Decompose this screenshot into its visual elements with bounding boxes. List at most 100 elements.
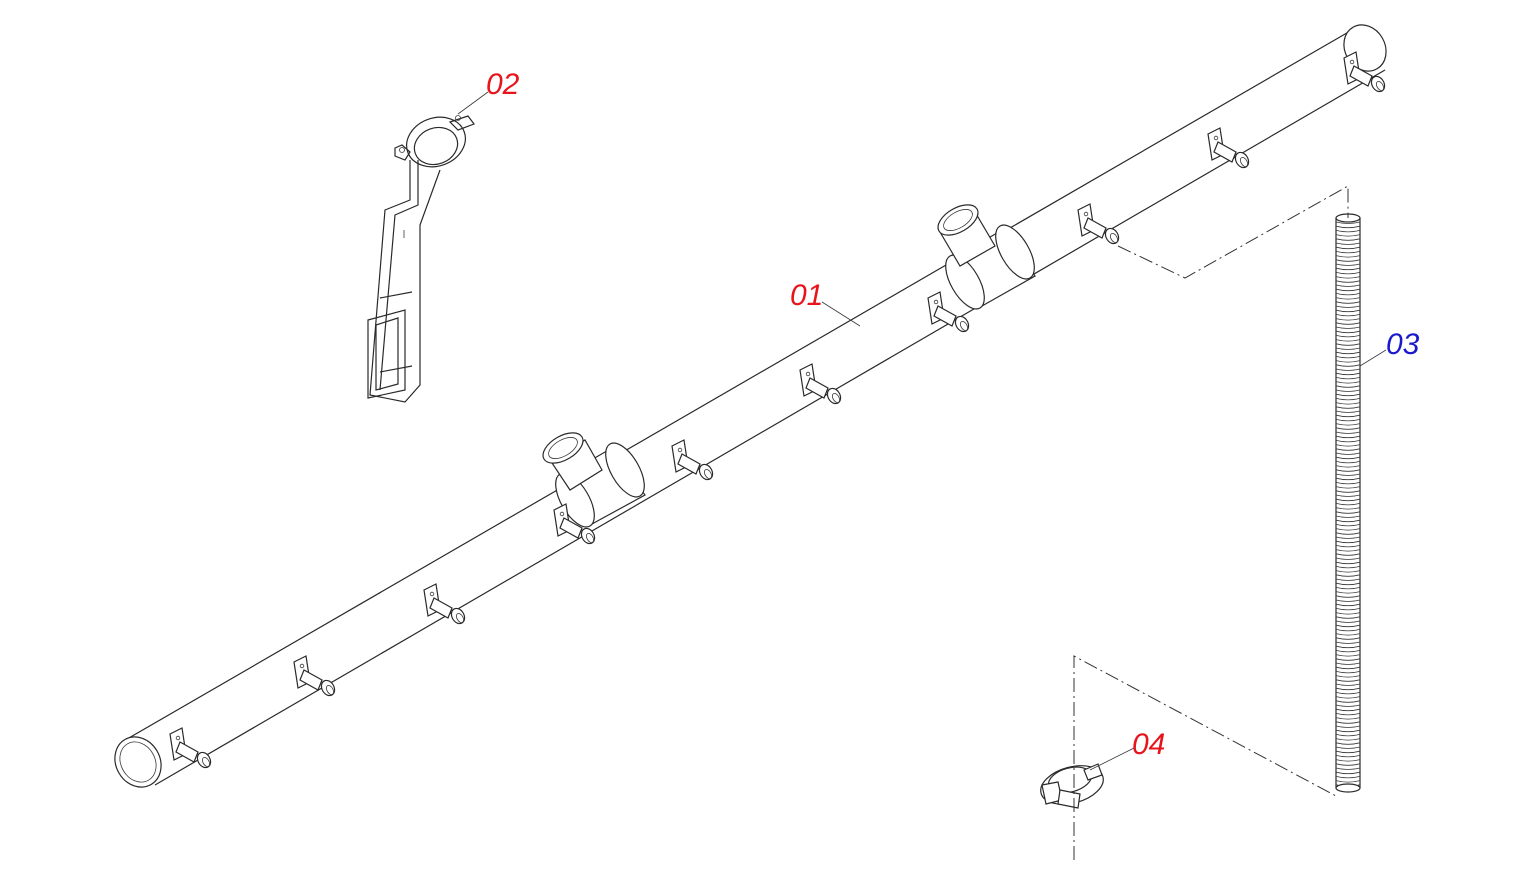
hose-rib (1335, 671, 1361, 674)
nozzle-outlet (169, 727, 212, 769)
hose-rib (1335, 666, 1361, 670)
hose-rib (1335, 490, 1361, 493)
hose-rib (1335, 662, 1361, 665)
hose-rib (1335, 465, 1361, 468)
hose-rib (1335, 494, 1361, 497)
hose-rib (1335, 431, 1361, 434)
hose-rib (1335, 633, 1361, 636)
hose-rib (1335, 498, 1361, 502)
hose-rib (1335, 742, 1361, 745)
hose-rib (1335, 473, 1361, 476)
hose-rib (1335, 587, 1361, 590)
hose-rib (1335, 582, 1361, 586)
hose-rib (1335, 440, 1361, 443)
hose-rib (1335, 780, 1361, 783)
hose-rib (1335, 746, 1361, 749)
hose-rib (1335, 356, 1361, 359)
hose-rib (1335, 255, 1361, 258)
hose-rib (1335, 759, 1361, 762)
hose-rib (1335, 351, 1361, 355)
callout-03: 03 (1386, 328, 1420, 361)
hose-rib (1335, 482, 1361, 485)
hose-rib (1335, 591, 1361, 594)
hose-rib (1335, 511, 1361, 514)
hose-rib (1335, 767, 1361, 770)
hose-rib (1335, 755, 1361, 758)
hose-clamp (1040, 763, 1104, 809)
hose-rib (1335, 700, 1361, 703)
hose-rib (1335, 251, 1361, 254)
hose-rib (1335, 566, 1361, 569)
hose-rib (1335, 448, 1361, 451)
hose-rib (1335, 620, 1361, 623)
hose-rib (1335, 238, 1361, 241)
hose-rib (1335, 423, 1361, 426)
nozzle-outlet (799, 363, 842, 405)
hose-rib (1335, 444, 1361, 447)
hose-rib (1335, 377, 1361, 380)
hose-rib (1335, 419, 1361, 422)
hose-rib (1335, 477, 1361, 481)
hose-rib (1335, 381, 1361, 384)
hose-rib (1335, 570, 1361, 573)
hose-rib (1335, 578, 1361, 581)
hose-rib (1335, 692, 1361, 695)
hose-rib (1335, 293, 1361, 296)
hose-rib (1335, 263, 1361, 266)
hose-rib (1335, 553, 1361, 556)
hose-rib (1335, 393, 1361, 397)
hose-rib (1335, 645, 1361, 649)
hose-rib (1335, 360, 1361, 363)
hose-rib (1335, 624, 1361, 628)
nozzle-outlets (169, 51, 1386, 769)
hose-rib (1335, 461, 1361, 464)
hose-rib (1335, 385, 1361, 388)
hose-rib (1335, 427, 1361, 430)
nozzle-outlet (423, 583, 466, 625)
hose-corrugations (1335, 221, 1361, 787)
hose-rib (1335, 288, 1361, 292)
hose-rib (1335, 658, 1361, 661)
hose-rib (1335, 225, 1361, 229)
hose-rib (1335, 675, 1361, 678)
hose-rib (1335, 683, 1361, 686)
pipe-bracket (367, 115, 475, 403)
callout-02: 02 (486, 68, 520, 101)
hose-rib (1335, 343, 1361, 346)
hose-rib (1335, 318, 1361, 321)
hose-rib (1335, 435, 1361, 439)
hose-rib (1335, 738, 1361, 741)
nozzle-outlet (927, 291, 970, 333)
hose-rib (1335, 368, 1361, 371)
hose-rib (1335, 595, 1361, 598)
leader-lines (457, 91, 1387, 771)
hose-rib (1335, 305, 1361, 308)
hose-rib (1335, 276, 1361, 279)
hose-rib (1335, 721, 1361, 724)
hose-rib (1335, 616, 1361, 619)
hose-rib (1335, 280, 1361, 283)
hose-rib (1335, 612, 1361, 615)
hose-rib (1335, 734, 1361, 737)
hose-rib (1335, 599, 1361, 602)
hose-rib (1335, 679, 1361, 682)
hose-rib (1335, 637, 1361, 640)
nozzle-outlet (1077, 203, 1120, 245)
hose-rib (1335, 557, 1361, 560)
hose-rib (1335, 750, 1361, 754)
corrugated-hose (1335, 213, 1361, 793)
hose-rib (1335, 704, 1361, 707)
hose-rib (1335, 297, 1361, 300)
tee-fitting-right (937, 204, 1036, 310)
hose-rib (1335, 515, 1361, 518)
hose-rib (1335, 330, 1361, 334)
hose-rib (1335, 545, 1361, 548)
hose-rib (1335, 708, 1361, 712)
hose-rib (1335, 314, 1361, 317)
hose-rib (1335, 771, 1361, 775)
nozzle-outlet (1343, 51, 1386, 93)
callout-01: 01 (790, 279, 823, 312)
manifold-pipe (114, 24, 1387, 788)
hose-rib (1335, 230, 1361, 233)
